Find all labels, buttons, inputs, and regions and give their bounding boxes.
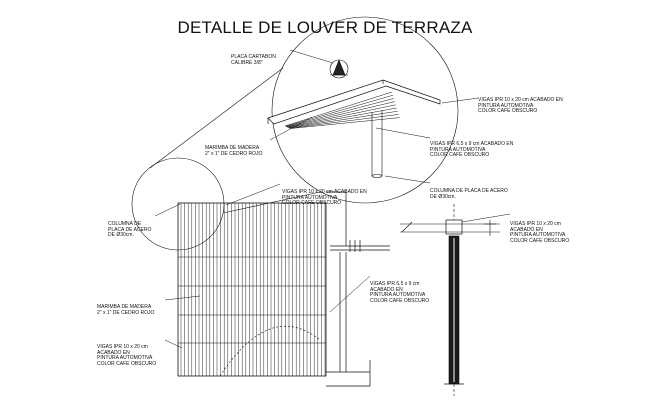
tangent-line-bottom — [222, 191, 321, 214]
detail-column — [371, 110, 383, 178]
detail-circle — [271, 16, 459, 204]
detail-louver-slats — [284, 91, 400, 129]
gusset-plate-icon — [329, 59, 349, 79]
tangent-line-top — [149, 67, 284, 169]
detail-louver-frame — [267, 79, 441, 125]
elevation-wall — [326, 191, 390, 387]
detail-slat — [284, 91, 393, 127]
drawing-title: DETALLE DE LOUVER DE TERRAZA — [177, 18, 473, 37]
leader-lines — [154, 49, 511, 349]
detail-slat — [288, 107, 397, 128]
detail-slat — [287, 104, 396, 128]
section-column — [400, 204, 500, 396]
detail-slat — [286, 101, 395, 128]
detail-slat — [286, 98, 394, 127]
elevation-louver-panel — [177, 202, 327, 377]
detail-slat — [288, 110, 398, 129]
detail-slat — [285, 94, 394, 127]
detail-slat — [290, 117, 400, 129]
detail-slat — [289, 114, 399, 129]
